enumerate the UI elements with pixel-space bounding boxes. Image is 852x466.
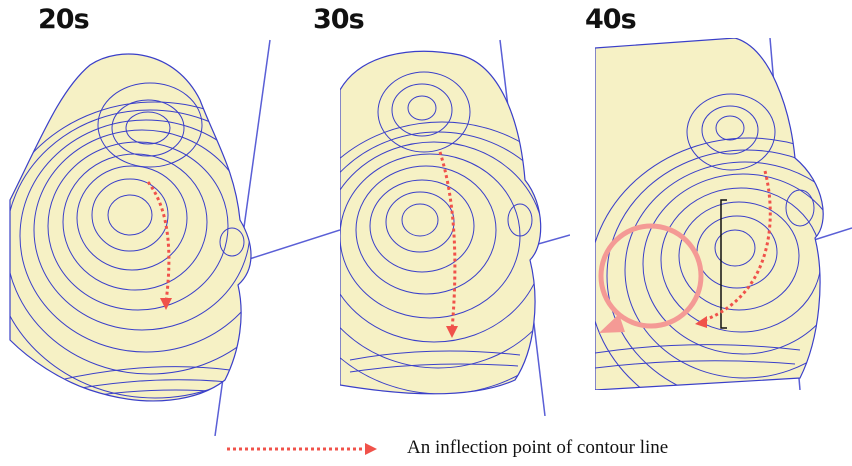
legend: An inflection point of contour line bbox=[225, 436, 785, 462]
dotted-arrow-legend-icon bbox=[225, 436, 385, 462]
legend-text: An inflection point of contour line bbox=[407, 436, 668, 460]
face-contour-image-40s bbox=[595, 38, 852, 390]
face-contour-image-30s bbox=[340, 30, 570, 416]
face-contour-image-20s bbox=[0, 30, 340, 436]
age-label-40s: 40s bbox=[585, 4, 636, 36]
